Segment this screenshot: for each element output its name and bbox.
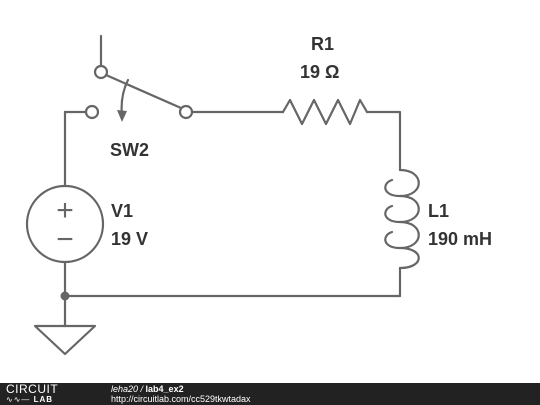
voltage-source-v1[interactable]: + − V1 19 V bbox=[25, 184, 148, 264]
source-circle bbox=[25, 184, 105, 264]
switch-sw2[interactable]: SW2 bbox=[84, 34, 194, 160]
footer-url-link[interactable]: http://circuitlab.com/cc529tkwtadax bbox=[111, 394, 251, 404]
resistor-value: 19 Ω bbox=[300, 62, 339, 82]
logo-wave-icon: ∿∿— bbox=[6, 395, 31, 404]
junction-dot bbox=[60, 291, 70, 301]
source-minus: − bbox=[56, 223, 74, 256]
source-plus: + bbox=[56, 194, 74, 227]
schematic-canvas: SW2 R1 19 Ω + − V1 19 V L1 190 mH bbox=[25, 34, 492, 356]
wire-resistor-to-right bbox=[365, 110, 402, 172]
switch-top-terminal bbox=[93, 64, 109, 80]
source-name: V1 bbox=[111, 201, 133, 221]
switch-right-terminal bbox=[178, 104, 194, 120]
ground-triangle bbox=[33, 324, 97, 356]
ground-symbol[interactable] bbox=[33, 324, 97, 356]
logo-wordmark-top: CIRCUIT bbox=[6, 382, 59, 396]
footer-circuit-name[interactable]: lab4_ex2 bbox=[145, 384, 184, 394]
switch-arrow-head bbox=[117, 110, 127, 122]
logo-lab-text: LAB bbox=[33, 395, 54, 404]
logo-wordmark-bottom: ∿∿— LAB bbox=[6, 395, 53, 405]
switch-blade bbox=[104, 73, 183, 110]
inductor-coil bbox=[384, 168, 420, 270]
footer-bar: CIRCUIT ∿∿— LAB leha20 / lab4_ex2 http:/… bbox=[0, 383, 540, 405]
switch-label: SW2 bbox=[110, 140, 149, 160]
inductor-value: 190 mH bbox=[428, 229, 492, 249]
inductor-l1[interactable]: L1 190 mH bbox=[384, 168, 492, 270]
circuitlab-logo[interactable]: CIRCUIT ∿∿— LAB bbox=[6, 383, 96, 405]
footer-title: leha20 / lab4_ex2 bbox=[111, 384, 184, 394]
footer-separator: / bbox=[138, 384, 146, 394]
resistor-zigzag bbox=[281, 98, 369, 126]
resistor-name: R1 bbox=[311, 34, 334, 54]
wire-network bbox=[60, 110, 402, 328]
source-value: 19 V bbox=[111, 229, 148, 249]
switch-left-terminal bbox=[84, 104, 100, 120]
resistor-r1[interactable]: R1 19 Ω bbox=[281, 34, 369, 126]
inductor-name: L1 bbox=[428, 201, 449, 221]
footer-author[interactable]: leha20 bbox=[111, 384, 139, 394]
